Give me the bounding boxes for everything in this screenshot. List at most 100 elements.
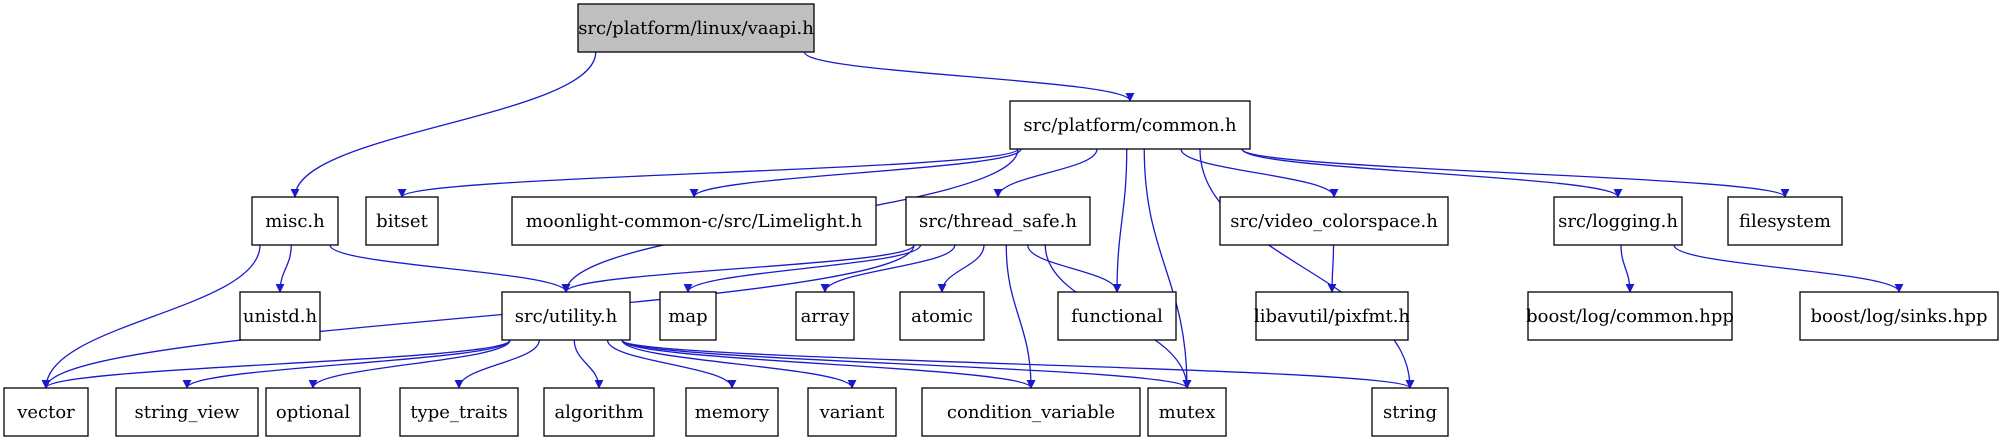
node-vector[interactable]: vector [3, 387, 89, 437]
edge [41, 339, 511, 389]
edge [329, 244, 571, 293]
node-label: filesystem [1739, 211, 1831, 232]
node-label: condition_variable [947, 402, 1115, 423]
edge [182, 339, 511, 389]
node-string[interactable]: string [1371, 387, 1449, 437]
node-vaapi[interactable]: src/platform/linux/vaapi.h [577, 3, 815, 53]
node-utility[interactable]: src/utility.h [501, 291, 631, 341]
edge-logging-to-boost_common [1620, 244, 1635, 293]
node-logging[interactable]: src/logging.h [1553, 196, 1683, 246]
node-box [501, 291, 631, 341]
node-limelight[interactable]: moonlight-common-c/src/Limelight.h [511, 196, 877, 246]
node-variant[interactable]: variant [807, 387, 897, 437]
node-misc[interactable]: misc.h [251, 196, 339, 246]
edge [937, 244, 985, 293]
node-box [685, 387, 779, 437]
edge-video_colorspace-to-pixfmt [1327, 244, 1337, 293]
edge-thread_safe-to-vector [41, 244, 915, 389]
edge-common-to-bitset [397, 148, 1019, 198]
edge [683, 244, 922, 293]
edges-layer [41, 51, 1904, 389]
node-label: moonlight-common-c/src/Limelight.h [526, 211, 863, 232]
edge-utility-to-condition_variable [621, 339, 1036, 389]
edge-utility-to-string_view [182, 339, 511, 389]
node-label: mutex [1159, 402, 1216, 423]
node-label: src/logging.h [1558, 211, 1678, 232]
edge-thread_safe-to-utility [561, 244, 915, 293]
edge [803, 51, 1135, 102]
node-label: src/video_colorspace.h [1230, 211, 1438, 232]
edge-common-to-functional [1112, 148, 1128, 293]
node-box [239, 291, 321, 341]
edge [606, 339, 737, 389]
node-label: string_view [135, 402, 241, 423]
edge [561, 244, 915, 293]
node-condition-variable[interactable]: condition_variable [921, 387, 1141, 437]
node-label: bitset [376, 211, 428, 232]
node-label: unistd.h [243, 306, 318, 327]
edge-thread_safe-to-map [683, 244, 922, 293]
node-box [365, 196, 439, 246]
edge [621, 339, 1036, 389]
node-label: string [1383, 402, 1437, 423]
node-box [511, 196, 877, 246]
edge [820, 244, 956, 293]
node-label: vector [16, 402, 75, 423]
node-thread-safe[interactable]: src/thread_safe.h [905, 196, 1091, 246]
node-bitset[interactable]: bitset [365, 196, 439, 246]
node-box [115, 387, 259, 437]
node-unistd[interactable]: unistd.h [239, 291, 321, 341]
edge [689, 148, 1022, 198]
edge [1620, 244, 1635, 293]
node-label: src/platform/common.h [1023, 115, 1237, 136]
node-box [265, 387, 361, 437]
edge-utility-to-variant [621, 339, 857, 389]
node-optional[interactable]: optional [265, 387, 361, 437]
node-mutex[interactable]: mutex [1147, 387, 1227, 437]
edge [290, 51, 597, 198]
node-box [795, 291, 855, 341]
node-box [1009, 100, 1251, 150]
node-label: boost/log/sinks.hpp [1810, 306, 1987, 327]
node-box [1147, 387, 1227, 437]
node-map[interactable]: map [659, 291, 717, 341]
node-string-view[interactable]: string_view [115, 387, 259, 437]
node-label: misc.h [265, 211, 325, 232]
node-filesystem[interactable]: filesystem [1727, 196, 1843, 246]
edge-thread_safe-to-array [820, 244, 956, 293]
node-box [807, 387, 897, 437]
node-type-traits[interactable]: type_traits [399, 387, 519, 437]
edge-misc-to-vector [41, 244, 261, 389]
node-video-colorspace[interactable]: src/video_colorspace.h [1219, 196, 1449, 246]
edge [41, 244, 915, 389]
node-boost-common[interactable]: boost/log/common.hpp [1526, 291, 1734, 341]
edge [1241, 148, 1790, 198]
node-algorithm[interactable]: algorithm [543, 387, 655, 437]
edge [993, 148, 1098, 198]
edge-common-to-video_colorspace [1180, 148, 1339, 198]
node-functional[interactable]: functional [1057, 291, 1177, 341]
node-box [1371, 387, 1449, 437]
node-box [577, 3, 815, 53]
node-label: map [668, 306, 707, 327]
node-memory[interactable]: memory [685, 387, 779, 437]
node-label: boost/log/common.hpp [1526, 306, 1734, 327]
edge [621, 339, 1415, 389]
edge [1241, 148, 1623, 198]
edge-common-to-limelight [689, 148, 1022, 198]
edge [1180, 148, 1339, 198]
node-box [1057, 291, 1177, 341]
edge [573, 339, 604, 389]
node-box [1727, 196, 1843, 246]
edge-utility-to-vector [41, 339, 511, 389]
node-pixfmt[interactable]: libavutil/pixfmt.h [1254, 291, 1410, 341]
edge [1027, 244, 1122, 293]
node-atomic[interactable]: atomic [899, 291, 985, 341]
node-array[interactable]: array [795, 291, 855, 341]
node-common[interactable]: src/platform/common.h [1009, 100, 1251, 150]
edge-common-to-filesystem [1241, 148, 1790, 198]
edge-utility-to-type_traits [454, 339, 540, 389]
node-label: atomic [911, 306, 973, 327]
node-boost-sinks[interactable]: boost/log/sinks.hpp [1799, 291, 1999, 341]
